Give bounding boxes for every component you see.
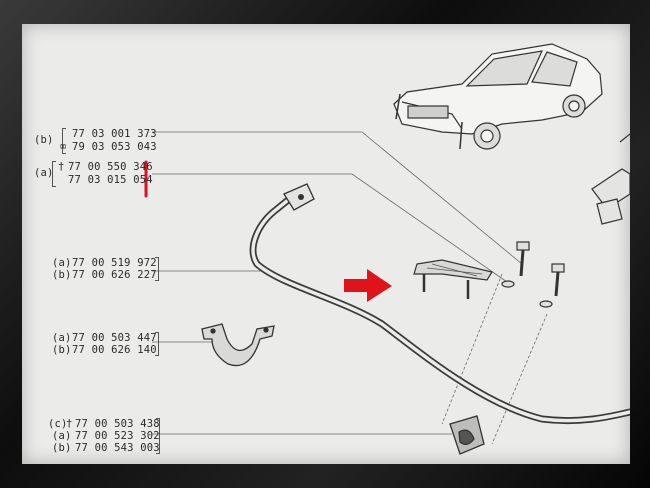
callout-a-tag: (a) [52, 332, 72, 344]
callout-b-tag: (b) [52, 269, 72, 281]
anti-roll-bar [249, 183, 630, 425]
clamp-bracket [201, 323, 275, 367]
exploded-diagram [144, 43, 630, 455]
part-number: 79 03 053 043 [72, 141, 157, 153]
crossed-box-symbol: ⌧ [60, 141, 67, 153]
parts-catalog-page: (b) 77 03 001 373 ⌧ 79 03 053 043 (a) † … [22, 24, 630, 464]
callout-b-tag: (b) [52, 344, 72, 356]
mounting-plate [413, 259, 493, 299]
part-number: 77 00 503 438 [75, 418, 160, 430]
bracket [156, 418, 160, 454]
part-number: 77 03 015 054 [68, 174, 153, 186]
leader-lines [152, 131, 548, 445]
dagger-symbol: † [58, 161, 65, 173]
part-number: 77 00 543 003 [75, 442, 160, 454]
bracket [62, 128, 66, 154]
bolts [501, 241, 565, 308]
red-arrow-indicator [344, 269, 392, 302]
part-number: 77 00 523 302 [75, 430, 160, 442]
rubber-bush [449, 415, 485, 455]
part-number: 77 03 001 373 [72, 128, 157, 140]
part-number: 77 00 519 972 [72, 257, 157, 269]
bracket [52, 161, 56, 187]
callout-b-tag: (b) [34, 134, 54, 146]
dagger-symbol: † [66, 418, 73, 430]
callout-b-tag: (b) [52, 442, 72, 454]
part-number: 77 00 503 447 [72, 332, 157, 344]
bracket [155, 257, 159, 281]
callout-a-tag: (a) [34, 167, 54, 179]
callout-c-tag: (c) [48, 418, 68, 430]
part-number: 77 00 626 227 [72, 269, 157, 281]
bracket [155, 332, 159, 356]
part-number: 77 00 626 140 [72, 344, 157, 356]
part-number: 77 00 550 346 [68, 161, 153, 173]
callout-a-tag: (a) [52, 257, 72, 269]
car-illustration [393, 43, 603, 150]
end-link-parts [591, 133, 630, 225]
callout-a-tag: (a) [52, 430, 72, 442]
